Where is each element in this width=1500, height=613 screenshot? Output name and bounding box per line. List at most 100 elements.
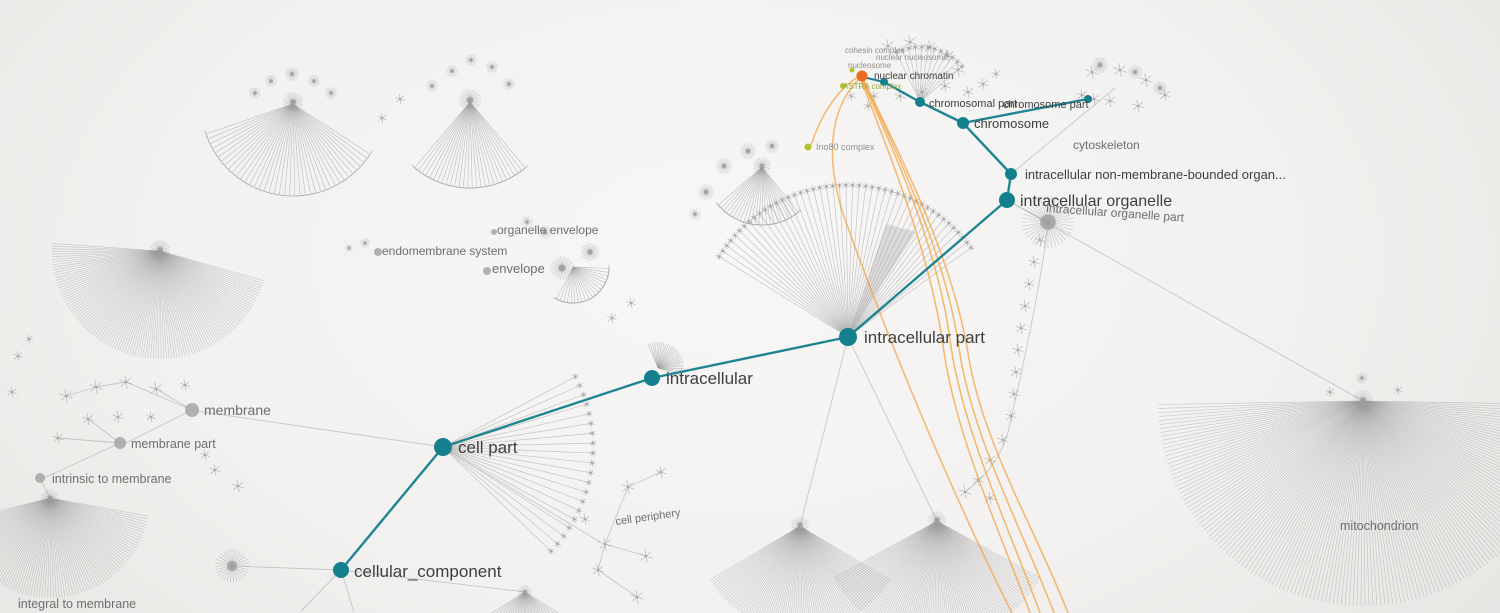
puff-core: [363, 241, 367, 245]
term-label-astra-complex[interactable]: ASTRA complex: [843, 82, 901, 91]
term-node-intracellular[interactable]: [644, 370, 660, 386]
term-label-cell-periphery[interactable]: cell periphery: [615, 507, 682, 528]
term-label-intracellular-part[interactable]: intracellular part: [864, 328, 985, 347]
puff-core: [312, 79, 316, 83]
star-glyph-dot: [733, 234, 737, 237]
term-label-endomembrane-system[interactable]: endomembrane system: [382, 244, 507, 258]
fan-spoke: [0, 497, 51, 540]
term-label-ino80-complex[interactable]: Ino80 complex: [816, 142, 875, 152]
term-node-chromosomal-part[interactable]: [915, 97, 925, 107]
fan-spoke: [54, 250, 161, 276]
term-node-chromosome[interactable]: [957, 117, 969, 129]
star-glyph-dot: [591, 451, 595, 455]
term-node-cellular-component[interactable]: [333, 562, 349, 578]
term-node-chromosome-part[interactable]: [1084, 95, 1092, 103]
term-label-cohesin-complex[interactable]: cohesin complex: [845, 46, 905, 55]
fan-spoke: [1282, 400, 1364, 590]
fan-spoke: [748, 221, 849, 338]
fan-spoke: [49, 497, 115, 575]
fan-spoke: [936, 520, 1012, 613]
fan-spoke: [1161, 400, 1364, 441]
term-label-membrane-part[interactable]: membrane part: [131, 437, 216, 451]
term-label-cell-part[interactable]: cell part: [458, 438, 518, 457]
term-label-organelle-envelope[interactable]: organelle envelope: [497, 223, 599, 237]
fan-spoke: [442, 442, 593, 448]
fan-spoke: [1362, 400, 1402, 603]
fan-spoke: [52, 250, 161, 260]
term-node-gray[interactable]: [374, 248, 382, 256]
fan-spoke: [572, 266, 599, 293]
fan-spoke: [136, 250, 161, 357]
term-node-gray[interactable]: [185, 403, 199, 417]
star-glyph-dot: [988, 496, 992, 500]
star-glyph-dot: [786, 195, 790, 199]
fan-spoke: [449, 101, 471, 186]
term-node-intracellular-nmb-organelle[interactable]: [1005, 168, 1017, 180]
term-label-nuclear-nucleosome[interactable]: nuclear nucleosome: [876, 53, 948, 62]
fan-spoke: [1167, 400, 1364, 464]
fan-spoke: [0, 497, 51, 568]
term-label-mitochondrion[interactable]: mitochondrion: [1340, 519, 1419, 533]
fan-spoke: [718, 525, 801, 593]
term-node-highlight-green[interactable]: [849, 67, 855, 73]
term-label-intrinsic-to-membrane[interactable]: intrinsic to membrane: [52, 472, 172, 486]
fan-spoke: [514, 591, 526, 613]
fan-spoke: [53, 250, 161, 271]
term-node-gray[interactable]: [114, 437, 126, 449]
fan-spoke: [159, 250, 243, 321]
term-node-highlight-green[interactable]: [840, 83, 846, 89]
term-label-chromosome[interactable]: chromosome: [974, 116, 1049, 131]
fan-spoke: [159, 250, 224, 339]
term-node-gray[interactable]: [491, 229, 497, 235]
term-node-gray[interactable]: [483, 267, 491, 275]
star-glyph-dot: [956, 68, 960, 72]
fan-spoke: [442, 446, 575, 520]
term-label-chromosome-part[interactable]: chromosome part: [1003, 99, 1089, 111]
fan-spoke: [1362, 400, 1500, 434]
term-node-gray[interactable]: [35, 473, 45, 483]
fan-spoke: [417, 101, 471, 171]
fan-spoke: [919, 57, 953, 103]
term-node-intracellular-part[interactable]: [839, 328, 857, 346]
fan-spoke: [1203, 400, 1364, 531]
term-label-nuclear-chromatin[interactable]: nuclear chromatin: [874, 71, 953, 82]
gray-edge: [87, 418, 121, 444]
term-label-integral-to-membrane[interactable]: integral to membrane: [18, 597, 136, 611]
term-label-envelope[interactable]: envelope: [492, 261, 545, 276]
fan-spoke: [55, 250, 161, 281]
fan-spoke: [85, 250, 161, 330]
term-label-nucleosome[interactable]: nucleosome: [848, 61, 892, 70]
fan-spoke: [82, 250, 161, 327]
fan-spoke: [799, 525, 889, 583]
fan-spoke: [793, 525, 801, 613]
fan-spoke: [657, 352, 680, 369]
fan-spoke: [159, 250, 251, 311]
term-label-membrane[interactable]: membrane: [204, 402, 271, 418]
term-node-highlight-green[interactable]: [804, 143, 812, 151]
term-node-selected[interactable]: [856, 70, 868, 82]
fan-spoke: [1362, 400, 1500, 468]
fan-spoke: [58, 250, 161, 289]
term-node-intracellular-organelle[interactable]: [999, 192, 1015, 208]
fan-spoke: [159, 250, 242, 323]
term-node-cell-part[interactable]: [434, 438, 452, 456]
term-label-intracellular-non-membrane-bounded-organ[interactable]: intracellular non-membrane-bounded organ…: [1025, 167, 1286, 182]
term-label-cytoskeleton[interactable]: cytoskeleton: [1073, 138, 1140, 152]
fan-spoke: [1328, 400, 1364, 604]
term-label-intracellular[interactable]: intracellular: [666, 369, 753, 388]
fan-spoke: [1160, 400, 1364, 433]
fan-spoke: [572, 266, 590, 300]
fan-spoke: [469, 101, 473, 188]
term-label-intracellular-organelle[interactable]: intracellular organelle: [1020, 193, 1172, 210]
term-label-cellular-component[interactable]: cellular_component: [354, 562, 502, 581]
fan-spoke: [89, 250, 161, 334]
fan-spoke: [96, 250, 161, 339]
fan-spoke: [83, 250, 161, 329]
fan-spoke: [49, 497, 85, 593]
fan-spoke: [799, 525, 885, 589]
term-label-chromosomal-part[interactable]: chromosomal part: [929, 98, 1017, 110]
fan-spoke: [919, 53, 948, 103]
term-node-chromatin-hub[interactable]: [880, 78, 888, 86]
puff-core: [289, 71, 295, 77]
